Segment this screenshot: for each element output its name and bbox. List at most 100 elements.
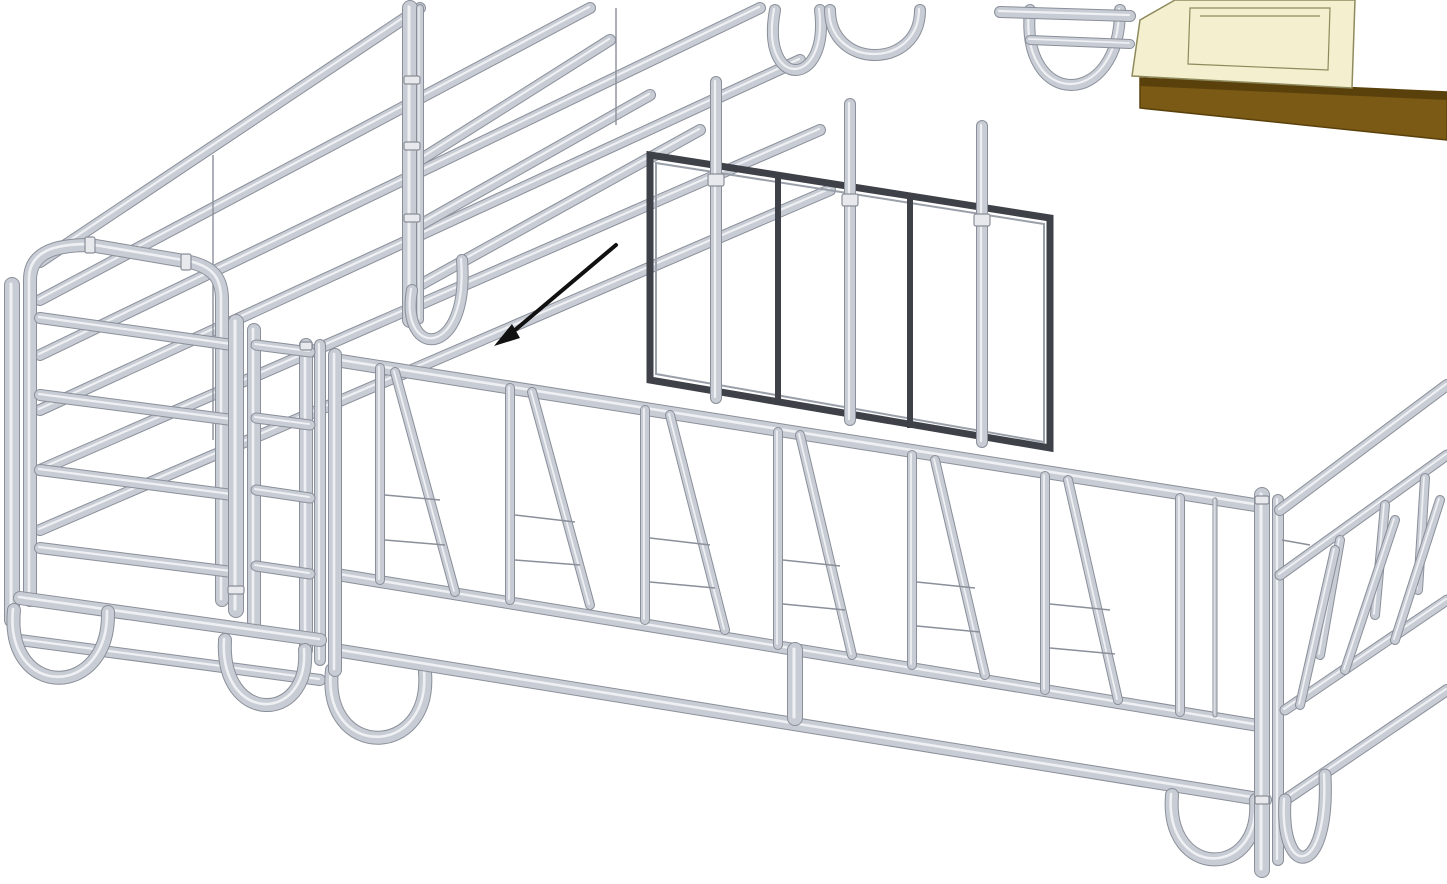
tube-highlight	[530, 390, 590, 605]
frame-rod	[976, 120, 988, 448]
tube-highlight	[1169, 792, 1257, 860]
tube-body	[825, 5, 925, 60]
tube-highlight	[1028, 38, 1130, 44]
clamp	[227, 585, 245, 595]
back-post	[402, 0, 418, 328]
gate-foot-loop	[324, 663, 433, 745]
barrier-diagonal	[527, 387, 595, 610]
tube-highlight	[827, 7, 921, 55]
clamp	[403, 75, 421, 85]
clamp	[180, 253, 192, 271]
install-arrow	[494, 243, 618, 346]
frame-rod	[844, 98, 856, 426]
tube-body	[1275, 380, 1447, 515]
tube-body	[1026, 36, 1134, 48]
gate-bar	[34, 312, 238, 351]
tube-highlight	[17, 637, 321, 681]
tube-highlight	[37, 467, 233, 496]
tube-highlight	[997, 9, 1131, 17]
clamp	[403, 141, 421, 151]
tube-body	[1275, 450, 1447, 580]
tube-highlight	[329, 667, 426, 738]
tube-highlight	[254, 416, 310, 425]
tube-highlight	[393, 370, 455, 592]
tube-highlight	[417, 37, 611, 161]
clamp	[299, 341, 313, 351]
barrier-neck-bar	[514, 559, 581, 566]
tube-highlight	[408, 257, 463, 340]
back-rail	[414, 89, 656, 231]
tube-body	[415, 35, 615, 165]
barrier-neck-bar	[916, 581, 976, 589]
barrier-support-leg	[787, 642, 803, 726]
tube-highlight	[933, 458, 985, 675]
back-rail	[414, 34, 616, 166]
barrier-foot-loop	[1164, 788, 1264, 867]
hook-loop	[824, 4, 926, 61]
tube-highlight	[37, 5, 421, 263]
gate-short-bar	[250, 412, 316, 431]
back-rail	[34, 2, 426, 268]
tube-body	[415, 90, 655, 230]
tube-highlight	[37, 392, 233, 421]
tube-highlight	[37, 5, 761, 356]
gate-bar	[34, 542, 238, 578]
barrier-corner-post	[1254, 487, 1270, 878]
barrier-neck-bar	[782, 603, 846, 611]
gate-bottom-rail	[13, 591, 327, 647]
side-diagonal	[1390, 495, 1445, 645]
gate-short-bar	[250, 484, 316, 504]
gate-short-bar	[250, 560, 316, 580]
tube-highlight	[1298, 548, 1335, 705]
tube-highlight	[254, 564, 310, 574]
gate-post	[228, 314, 244, 618]
tube-body	[35, 3, 765, 360]
barrier-upright	[640, 405, 650, 625]
gate-foot-loop	[6, 603, 116, 685]
tube-body	[325, 664, 432, 744]
tube-body	[1280, 595, 1447, 715]
gate-bottom-rail	[14, 634, 326, 686]
barrier-neck-bar	[384, 539, 446, 546]
arrow-head	[494, 324, 520, 346]
front-feed-barrier	[328, 348, 1284, 878]
clamp	[84, 236, 96, 254]
back-rail	[1025, 35, 1135, 49]
hook-loop	[404, 254, 469, 346]
frame-clamp	[973, 213, 991, 227]
side-rail	[1274, 449, 1447, 581]
barrier-corner-post	[1272, 494, 1284, 866]
tube-highlight	[37, 187, 831, 531]
hook-loop	[767, 4, 827, 76]
barrier-neck-bar	[782, 559, 841, 567]
feeder-panel	[1187, 7, 1331, 71]
gate-post	[314, 339, 326, 666]
tube-highlight	[1066, 478, 1118, 700]
tube-highlight	[417, 92, 651, 226]
back-rail	[34, 184, 836, 536]
right-side-barrier	[1274, 379, 1447, 864]
side-diagonal	[1340, 515, 1400, 675]
tube-highlight	[1343, 518, 1395, 670]
tube-body	[1391, 496, 1444, 644]
tube-highlight	[254, 488, 310, 498]
left-corner-gate	[4, 236, 433, 745]
frame-outline	[646, 150, 1054, 453]
barrier-thin-upright	[1212, 497, 1218, 718]
frame-clamp	[707, 173, 725, 187]
side-diagonal	[1295, 545, 1340, 710]
tube-highlight	[37, 315, 233, 346]
tube-body	[35, 185, 835, 535]
gate-bar	[34, 389, 238, 426]
barrier-diagonal	[1063, 475, 1123, 705]
barrier-end-post	[328, 348, 342, 677]
feeder-body	[1131, 0, 1356, 89]
tube-body	[35, 3, 425, 267]
barrier-upright	[907, 450, 917, 670]
side-foot-loop	[1278, 768, 1332, 864]
tube-highlight	[1282, 772, 1326, 858]
barrier-diagonal	[930, 455, 990, 680]
tube-body	[1296, 546, 1339, 709]
frame-inner-edge	[655, 161, 1045, 444]
